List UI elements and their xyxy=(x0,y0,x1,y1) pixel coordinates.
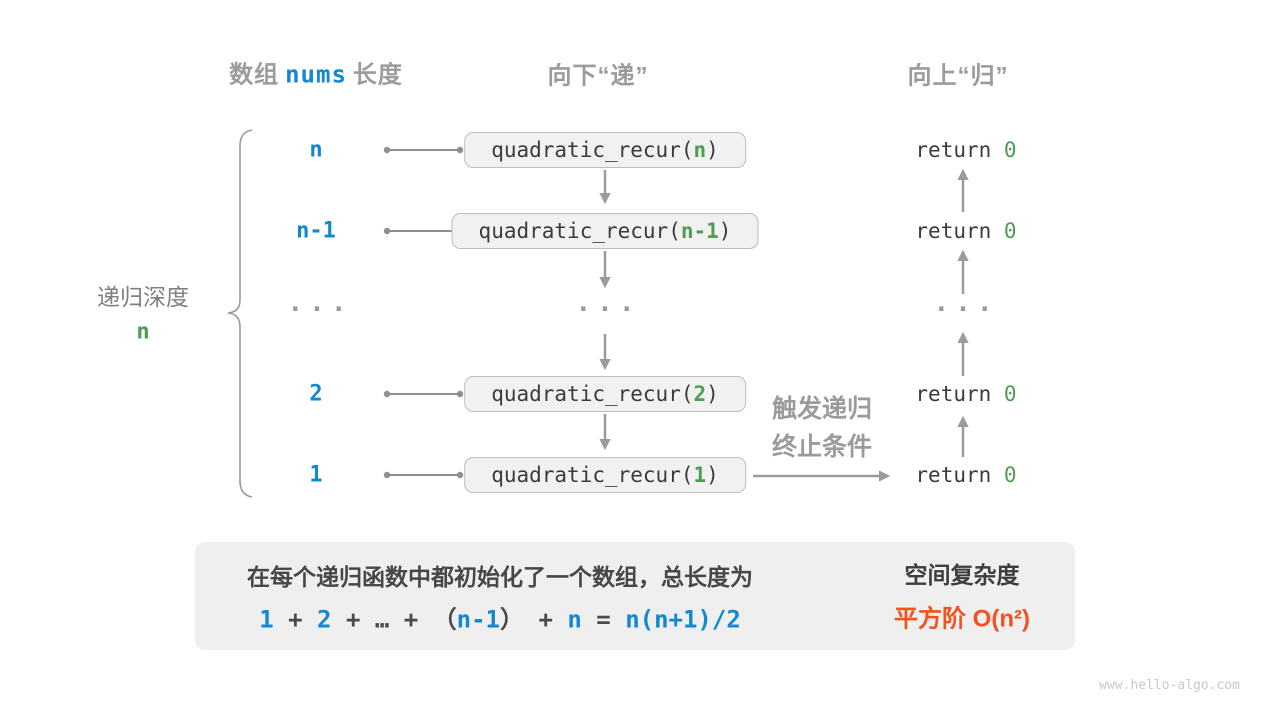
return-label: return 0 xyxy=(915,382,1016,406)
return-ellipsis: ... xyxy=(933,288,999,318)
termination-line1: 触发递归 xyxy=(771,395,873,423)
return-keyword: return xyxy=(915,463,992,487)
formula-op: + xyxy=(288,605,303,634)
formula-op: + xyxy=(538,605,553,634)
depth-value-2: 2 xyxy=(309,381,323,407)
depth-value-n-1: n-1 xyxy=(296,218,336,244)
header-recurse-down: 向下“递” xyxy=(547,62,649,90)
recursion-depth-label: 递归深度 xyxy=(97,284,189,310)
formula-paren: ） xyxy=(500,605,525,634)
call-box-n-1: quadratic_recur(n-1) xyxy=(451,213,759,249)
call-arg: n xyxy=(693,138,707,162)
termination-line2: 终止条件 xyxy=(771,433,873,461)
return-value: 0 xyxy=(1003,463,1017,487)
call-box-1: quadratic_recur(1) xyxy=(464,457,746,493)
formula-op: + xyxy=(345,605,361,634)
space-complexity-title: 空间复杂度 xyxy=(904,562,1020,588)
termination-condition-label: 触发递归 终止条件 xyxy=(772,390,872,466)
call-close: ) xyxy=(706,463,719,487)
return-value: 0 xyxy=(1003,138,1017,162)
watermark: www.hello-algo.com xyxy=(1099,678,1240,693)
formula-term: 2 xyxy=(317,605,332,634)
call-fn-name: quadratic_recur( xyxy=(491,382,694,406)
header-array-post: 长度 xyxy=(352,61,403,89)
summary-text: 在每个递归函数中都初始化了一个数组，总长度为 xyxy=(247,564,753,590)
header-return-up: 向上“归” xyxy=(907,62,1009,90)
call-box-2: quadratic_recur(2) xyxy=(464,376,746,412)
formula-term: 1 xyxy=(259,605,274,634)
call-box-n: quadratic_recur(n) xyxy=(464,132,746,168)
summary-panel xyxy=(195,542,1075,650)
formula-paren: （ xyxy=(432,605,457,634)
header-array-pre: 数组 xyxy=(229,61,280,89)
depth-value-n: n xyxy=(309,137,323,163)
return-keyword: return xyxy=(915,382,992,406)
return-label: return 0 xyxy=(915,138,1016,162)
formula-equals: = xyxy=(596,605,611,634)
return-value: 0 xyxy=(1003,219,1017,243)
connector-line xyxy=(383,146,464,479)
formula-term: n-1 xyxy=(456,605,501,634)
return-keyword: return xyxy=(915,219,992,243)
summary-formula: 1 + 2 + … + （n-1） + n = n(n+1)/2 xyxy=(259,600,741,635)
call-fn-name: quadratic_recur( xyxy=(491,463,694,487)
call-arg: 1 xyxy=(693,463,707,487)
depth-ellipsis: ... xyxy=(287,288,353,318)
return-label: return 0 xyxy=(915,219,1016,243)
call-close: ) xyxy=(706,382,719,406)
call-close: ) xyxy=(706,138,719,162)
call-arg: 2 xyxy=(693,382,707,406)
return-keyword: return xyxy=(915,138,992,162)
recursion-depth-value: n xyxy=(136,319,150,345)
call-ellipsis: ... xyxy=(575,288,641,318)
call-fn-name: quadratic_recur( xyxy=(478,219,681,243)
depth-value-1: 1 xyxy=(309,462,323,488)
call-arg: n-1 xyxy=(680,219,719,243)
formula-term: n xyxy=(567,605,582,634)
return-label: return 0 xyxy=(915,463,1016,487)
return-value: 0 xyxy=(1003,382,1017,406)
formula-ellipsis: … xyxy=(374,605,390,634)
formula-result: n(n+1)/2 xyxy=(625,605,741,634)
header-nums-code: nums xyxy=(285,60,347,89)
call-close: ) xyxy=(718,219,732,243)
call-fn-name: quadratic_recur( xyxy=(491,138,694,162)
depth-brace xyxy=(227,129,253,498)
formula-op: + xyxy=(403,605,419,634)
space-complexity-value: 平方阶 O(n²) xyxy=(894,605,1030,633)
